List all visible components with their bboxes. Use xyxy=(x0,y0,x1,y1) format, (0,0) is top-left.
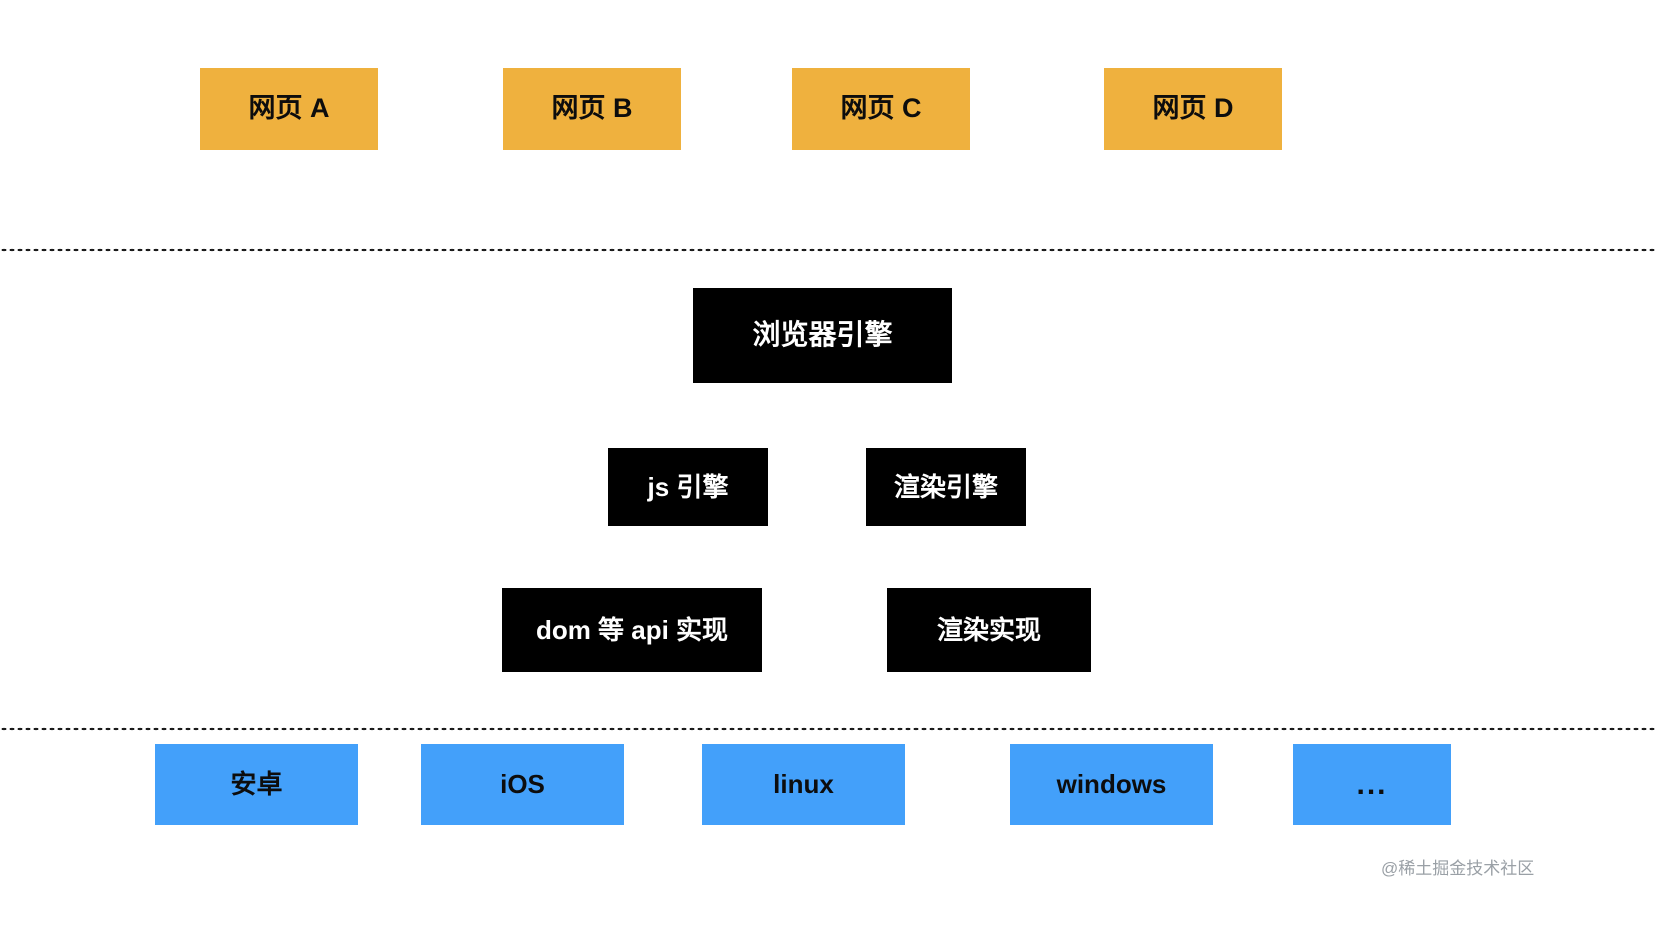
watermark: @稀土掘金技术社区 xyxy=(1381,859,1535,878)
divider-pages-engine xyxy=(0,248,1656,252)
render-impl-node: 渲染实现 xyxy=(887,588,1091,672)
dom-api-impl-node: dom 等 api 实现 xyxy=(502,588,762,672)
render-engine-label: 渲染引擎 xyxy=(893,471,998,502)
dom-api-impl-label: dom 等 api 实现 xyxy=(535,614,729,645)
web-page-label-b: 网页 B xyxy=(551,93,633,124)
web-page-node-b: 网页 B xyxy=(503,68,681,150)
browser-engine-node: 浏览器引擎 xyxy=(693,288,952,383)
web-page-node-a: 网页 A xyxy=(200,68,378,150)
os-label-android: 安卓 xyxy=(230,769,283,800)
js-engine-label: js 引擎 xyxy=(647,471,729,502)
web-page-label-a: 网页 A xyxy=(248,93,330,124)
os-node-windows: windows xyxy=(1010,744,1213,825)
divider-engine-os xyxy=(0,727,1656,731)
web-page-node-c: 网页 C xyxy=(792,68,970,150)
os-label-linux: linux xyxy=(773,769,834,800)
os-label-ios: iOS xyxy=(500,769,545,800)
os-node-more: ... xyxy=(1293,744,1451,825)
web-page-label-c: 网页 C xyxy=(840,93,922,124)
browser-engine-label: 浏览器引擎 xyxy=(752,319,893,351)
js-engine-node: js 引擎 xyxy=(608,448,768,526)
os-label-more: ... xyxy=(1356,768,1388,801)
os-node-linux: linux xyxy=(702,744,905,825)
os-label-windows: windows xyxy=(1056,769,1167,800)
os-node-android: 安卓 xyxy=(155,744,358,825)
os-node-ios: iOS xyxy=(421,744,624,825)
web-page-node-d: 网页 D xyxy=(1104,68,1282,150)
render-impl-label: 渲染实现 xyxy=(936,614,1041,645)
render-engine-node: 渲染引擎 xyxy=(866,448,1026,526)
web-page-label-d: 网页 D xyxy=(1152,93,1234,124)
